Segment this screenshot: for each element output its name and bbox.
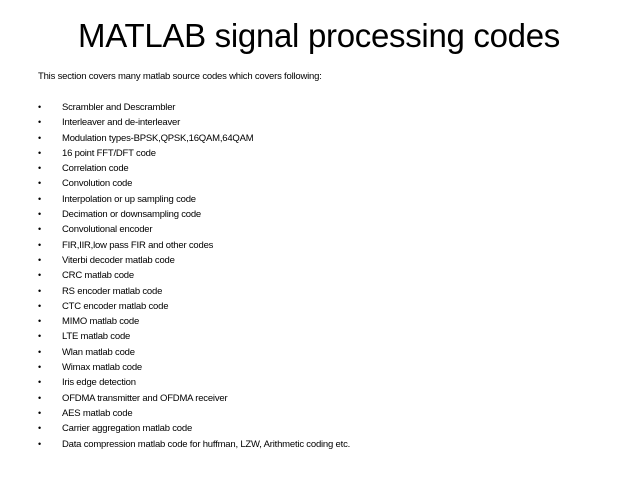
- list-item-text: Data compression matlab code for huffman…: [62, 438, 351, 450]
- bullet-icon: •: [38, 438, 41, 449]
- bullet-icon: •: [38, 270, 41, 281]
- bullet-icon: •: [38, 224, 41, 235]
- list-item-text: OFDMA transmitter and OFDMA receiver: [62, 392, 228, 404]
- list-item-text: Interpolation or up sampling code: [62, 193, 196, 205]
- list-item-text: Wlan matlab code: [62, 346, 135, 358]
- slide-title: MATLAB signal processing codes: [78, 17, 560, 54]
- list-item-text: Correlation code: [62, 163, 129, 175]
- list-item-text: Scrambler and Descrambler: [62, 102, 176, 113]
- bullet-icon: •: [38, 377, 41, 388]
- bullet-icon: •: [38, 316, 41, 327]
- bullet-icon: •: [38, 102, 41, 112]
- bullet-icon: •: [38, 346, 41, 357]
- intro-text: This section covers many matlab source c…: [38, 71, 322, 82]
- bullet-icon: •: [38, 392, 41, 403]
- bullet-icon: •: [38, 132, 41, 143]
- list-item-text: CRC matlab code: [62, 270, 134, 282]
- bullet-icon: •: [38, 362, 41, 373]
- list-item-text: 16 point FFT/DFT code: [62, 147, 156, 159]
- list-item-text: Viterbi decoder matlab code: [62, 254, 175, 266]
- bullet-icon: •: [38, 147, 41, 158]
- list-item-text: AES matlab code: [62, 407, 133, 419]
- list-item-text: LTE matlab code: [62, 331, 131, 343]
- list-item-text: Wimax matlab code: [62, 362, 143, 374]
- bullet-icon: •: [38, 117, 41, 128]
- bullet-icon: •: [38, 407, 41, 418]
- list-item-text: MIMO matlab code: [62, 316, 140, 328]
- list-item-text: CTC encoder matlab code: [62, 300, 169, 312]
- bullet-icon: •: [38, 254, 41, 265]
- list-item-text: Iris edge detection: [62, 377, 136, 389]
- list-item-text: Carrier aggregation matlab code: [62, 423, 193, 435]
- list-item-text: Modulation types-BPSK,QPSK,16QAM,64QAM: [62, 132, 254, 144]
- bullet-icon: •: [38, 285, 41, 296]
- list-item-text: Decimation or downsampling code: [62, 209, 202, 221]
- list-item-text: Convolutional encoder: [62, 224, 153, 236]
- bullet-icon: •: [38, 163, 41, 174]
- bullet-icon: •: [38, 193, 41, 204]
- list-item-text: RS encoder matlab code: [62, 285, 163, 297]
- bullet-icon: •: [38, 300, 41, 311]
- bullet-icon: •: [38, 331, 41, 342]
- list-item-text: Interleaver and de-interleaver: [62, 117, 181, 129]
- list-item-text: Convolution code: [62, 178, 133, 190]
- bullet-icon: •: [38, 209, 41, 220]
- bullet-icon: •: [38, 239, 41, 250]
- bullet-icon: •: [38, 423, 41, 434]
- list-item-text: FIR,IIR,low pass FIR and other codes: [62, 239, 214, 251]
- bullet-icon: •: [38, 178, 41, 189]
